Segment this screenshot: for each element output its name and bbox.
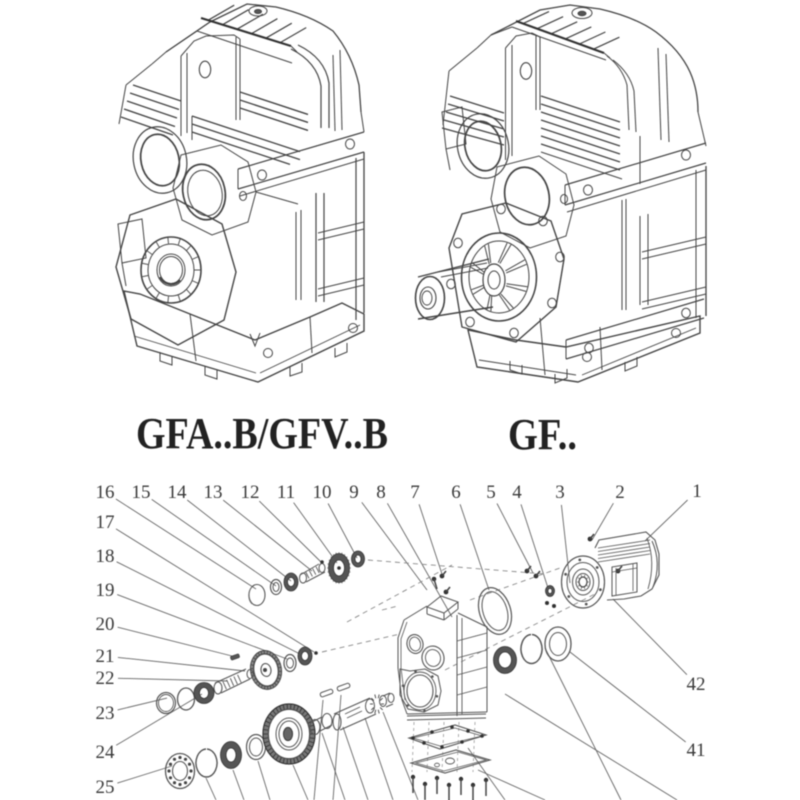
svg-text:4: 4: [512, 482, 522, 503]
svg-text:12: 12: [241, 482, 260, 503]
svg-text:13: 13: [204, 482, 223, 503]
svg-text:11: 11: [277, 482, 295, 503]
svg-text:42: 42: [687, 674, 706, 695]
svg-text:6: 6: [451, 482, 461, 503]
svg-text:GF..: GF..: [508, 410, 577, 459]
svg-text:21: 21: [96, 646, 115, 667]
svg-text:19: 19: [96, 580, 115, 601]
svg-text:25: 25: [96, 777, 115, 798]
svg-text:3: 3: [555, 482, 565, 503]
svg-text:8: 8: [376, 482, 386, 503]
svg-text:5: 5: [486, 482, 496, 503]
svg-text:14: 14: [168, 482, 188, 503]
svg-text:9: 9: [349, 482, 359, 503]
svg-text:15: 15: [132, 482, 151, 503]
svg-text:17: 17: [96, 512, 115, 533]
svg-text:20: 20: [96, 614, 115, 635]
svg-text:GFA..B/GFV..B: GFA..B/GFV..B: [136, 409, 388, 458]
svg-text:18: 18: [96, 546, 115, 567]
svg-text:10: 10: [313, 482, 332, 503]
svg-text:41: 41: [687, 740, 706, 761]
svg-text:2: 2: [615, 482, 625, 503]
svg-text:23: 23: [96, 703, 115, 724]
svg-text:7: 7: [410, 482, 420, 503]
svg-text:16: 16: [96, 482, 115, 503]
svg-text:1: 1: [692, 481, 702, 502]
svg-text:24: 24: [96, 742, 116, 763]
svg-text:22: 22: [96, 668, 115, 689]
